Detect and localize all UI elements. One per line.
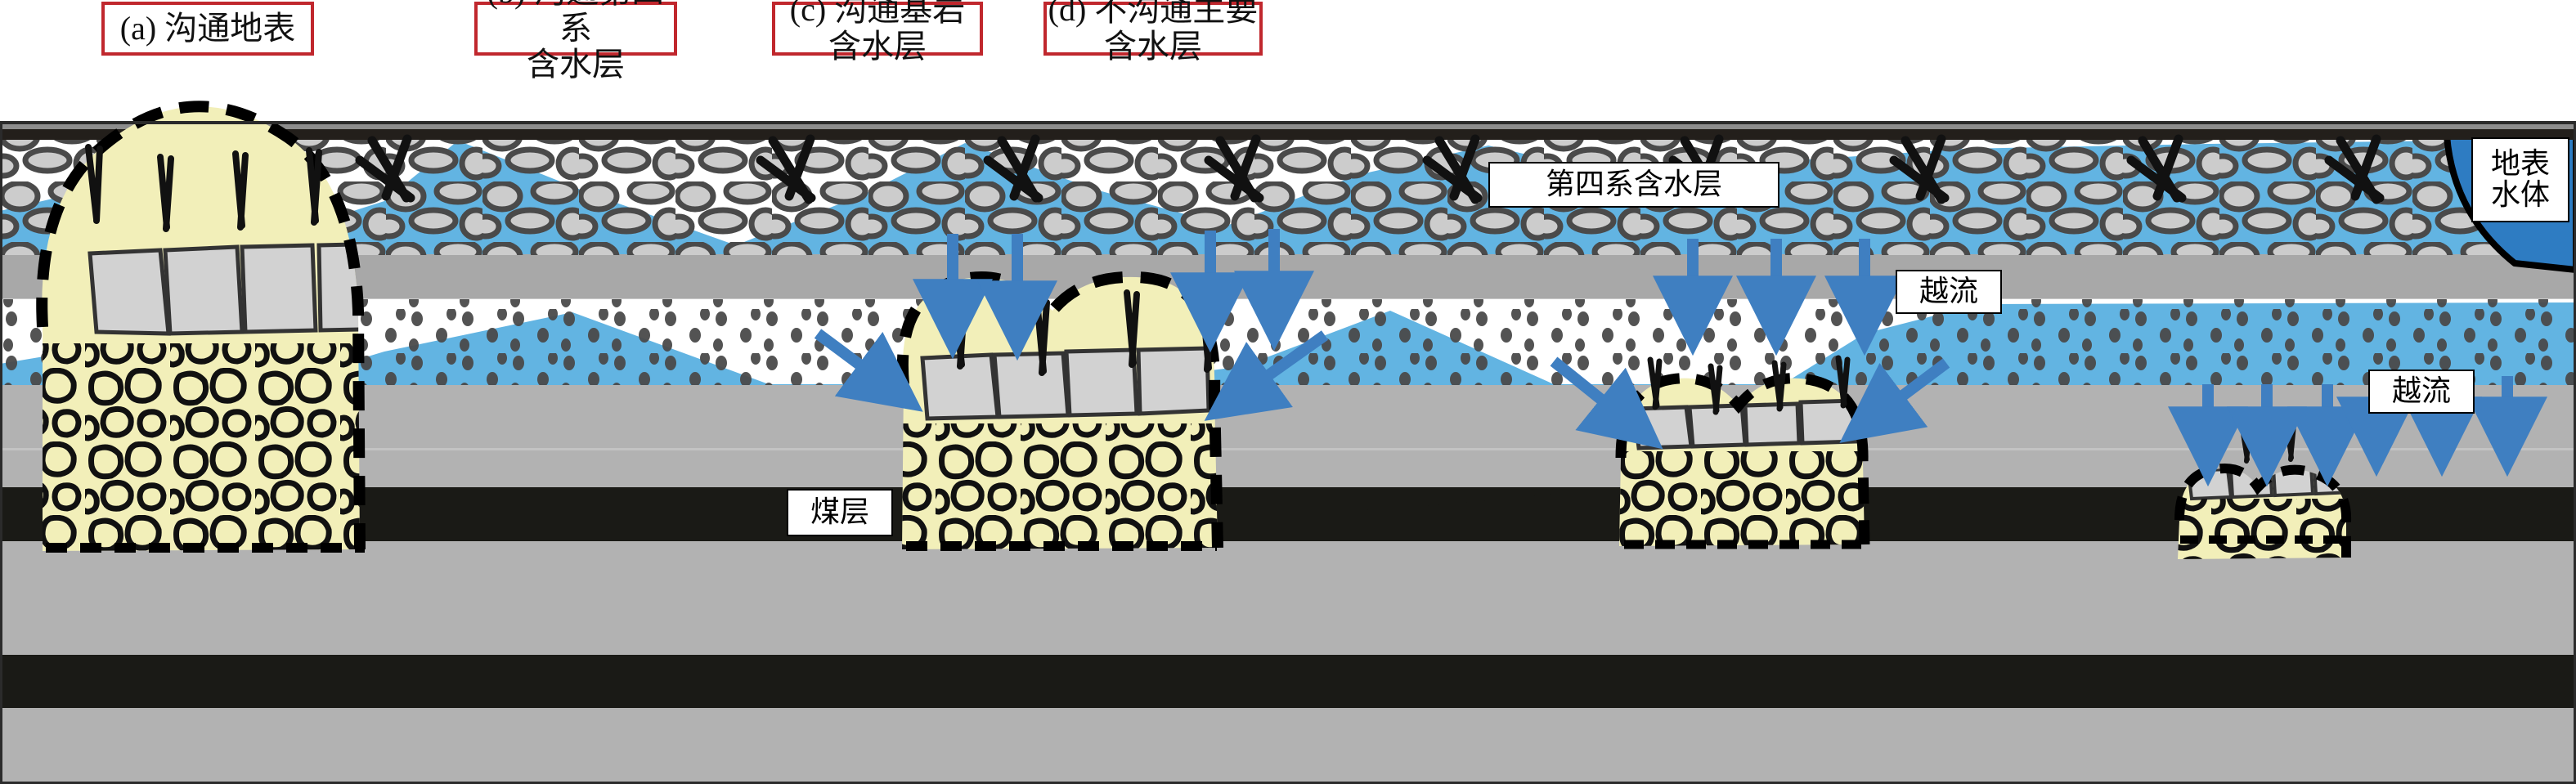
quaternary-aquifer-label: 第四系含水层 [1488, 162, 1779, 208]
ground-surface-band [0, 123, 2576, 131]
fracture-blocks-b [920, 346, 1211, 421]
bedrock-bedding-line [0, 448, 2576, 450]
strat-deep-bedrock [0, 707, 2576, 784]
bedrock-sand-dots [0, 298, 2576, 385]
inflow-arrow-c-left [1550, 356, 1663, 450]
coal-seam-label: 煤层 [787, 489, 893, 536]
inflow-arrow-b-right [1204, 330, 1329, 421]
figure-frame [0, 121, 2576, 784]
caved-rocks-d [2178, 499, 2347, 559]
caving-zone-a [36, 101, 366, 553]
inflow-arrow-c-right [1839, 358, 1950, 443]
strat-lower-bedrock [0, 540, 2576, 655]
caption-b: (b) 沟通第四系 含水层 [474, 0, 677, 83]
caved-rocks-c [1619, 451, 1865, 546]
leakage-label-upper: 越流 [1896, 270, 2002, 314]
caving-zone-b [896, 271, 1223, 551]
caption-c: (c) 沟通基岩 含水层 [772, 0, 983, 65]
surface-water-label: 地表 水体 [2471, 137, 2569, 222]
ground-surface-line [0, 129, 2576, 140]
caved-rocks-a [42, 343, 361, 551]
caving-zone-a-boundary [36, 101, 366, 550]
strat-bedrock [0, 384, 2576, 487]
upper-aquitard [0, 253, 2576, 298]
caved-rocks-b [902, 423, 1218, 549]
caption-d: (d) 不沟通主要 含水层 [1043, 0, 1263, 65]
subsidence-cracks-a [85, 144, 322, 232]
strat-deep-coal [0, 654, 2576, 708]
leakage-label-lower: 越流 [2368, 370, 2475, 414]
caption-a: (a) 沟通地表 [101, 2, 314, 56]
fracture-blocks-c [1631, 398, 1859, 450]
inflow-arrow-b-left [814, 329, 923, 412]
